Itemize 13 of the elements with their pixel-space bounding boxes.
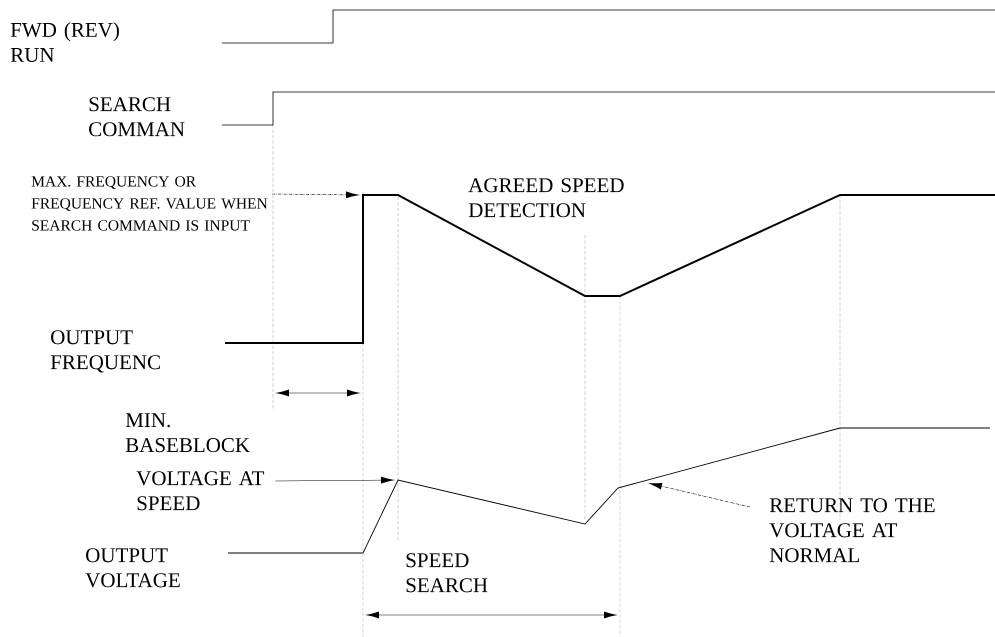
- annotation-text: RETURN TO THE VOLTAGE AT NORMAL: [769, 498, 935, 562]
- timing-label: AGREED SPEED DETECTION: [468, 178, 624, 218]
- signal-label: FWD (REV) RUN: [10, 22, 119, 62]
- signal-label: OUTPUT VOLTAGE: [85, 548, 180, 588]
- leader-line: [272, 191, 358, 198]
- signal-label: OUTPUT FREQUENC: [50, 330, 160, 372]
- signal-label: SEARCH COMMAN: [89, 97, 185, 136]
- leader-line: [275, 476, 394, 484]
- annotation-text: MAX. FREQUENCY OR FREQUENCY REF. VALUE WHEN SEARCH COMMAND IS INPUT: [32, 176, 268, 231]
- leader-line: [649, 482, 750, 508]
- timing-label: SPEED SEARCH: [406, 553, 488, 592]
- timing-label: MIN. BASEBLOCK: [126, 413, 250, 452]
- annotation-text: VOLTAGE AT SPEED: [136, 471, 264, 510]
